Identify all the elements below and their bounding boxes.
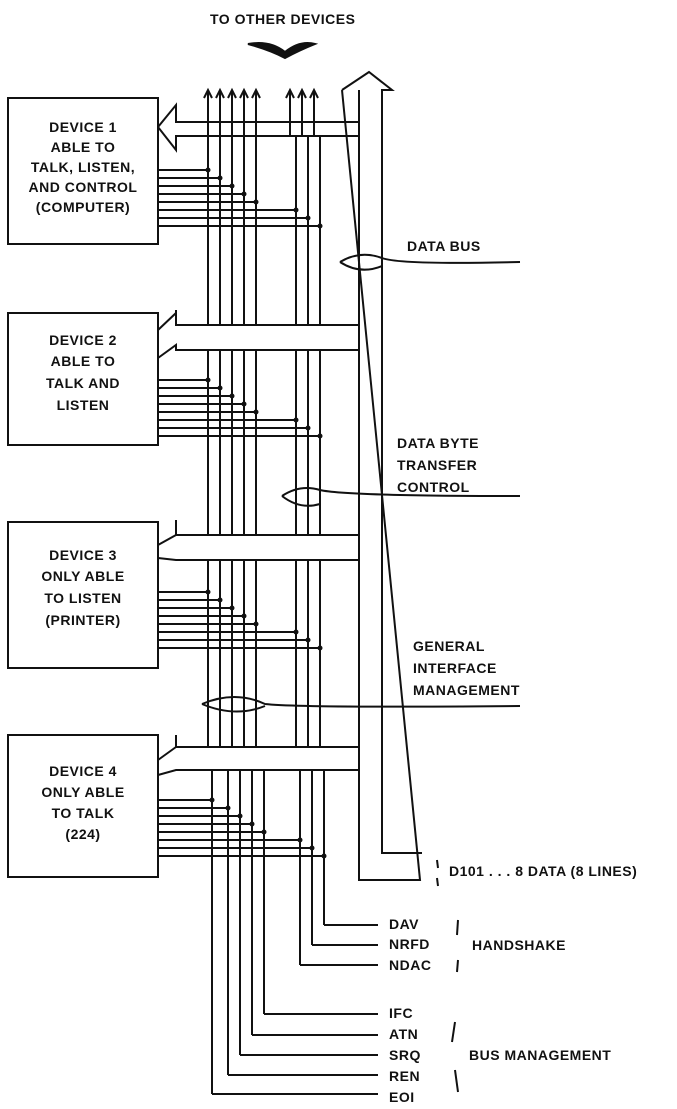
svg-text:ONLY ABLE: ONLY ABLE bbox=[41, 784, 124, 800]
svg-text:TO LISTEN: TO LISTEN bbox=[44, 590, 121, 606]
svg-text:TALK AND: TALK AND bbox=[46, 375, 120, 391]
svg-text:LISTEN: LISTEN bbox=[57, 397, 110, 413]
svg-text:(COMPUTER): (COMPUTER) bbox=[36, 199, 130, 215]
bus-management-signals: IFC ATN SRQ REN EOI bbox=[389, 1005, 421, 1105]
device-4-label: DEVICE 4 ONLY ABLE TO TALK (224) bbox=[41, 763, 124, 842]
handshake-label: HANDSHAKE bbox=[472, 937, 566, 953]
device-box-4 bbox=[7, 734, 159, 878]
svg-text:ABLE TO: ABLE TO bbox=[51, 353, 116, 369]
svg-text:DATA BYTE: DATA BYTE bbox=[397, 435, 479, 451]
handshake-signals: DAV NRFD NDAC bbox=[389, 916, 431, 973]
data-lines-bracket bbox=[436, 859, 439, 887]
handshake-bracket bbox=[456, 919, 459, 973]
svg-text:TALK, LISTEN,: TALK, LISTEN, bbox=[31, 159, 135, 175]
device-3-label: DEVICE 3 ONLY ABLE TO LISTEN (PRINTER) bbox=[41, 547, 124, 628]
device-box-3 bbox=[7, 521, 159, 669]
svg-text:GENERAL: GENERAL bbox=[413, 638, 485, 654]
svg-text:INTERFACE: INTERFACE bbox=[413, 660, 497, 676]
data-bus-callout bbox=[339, 253, 521, 271]
data-bus-label: DATA BUS bbox=[407, 238, 481, 254]
svg-text:NDAC: NDAC bbox=[389, 957, 431, 973]
svg-text:MANAGEMENT: MANAGEMENT bbox=[413, 682, 520, 698]
svg-text:DEVICE 2: DEVICE 2 bbox=[49, 332, 117, 348]
diagram-title: TO OTHER DEVICES bbox=[210, 11, 355, 27]
bus-management-label: BUS MANAGEMENT bbox=[469, 1047, 611, 1063]
svg-text:TRANSFER: TRANSFER bbox=[397, 457, 477, 473]
svg-text:ATN: ATN bbox=[389, 1026, 418, 1042]
device-1-bus bbox=[157, 102, 359, 326]
data-bus-arrow bbox=[341, 70, 422, 881]
data-lines-label: D101 . . . 8 DATA (8 LINES) bbox=[449, 863, 637, 879]
transfer-control-label: DATA BYTE TRANSFER CONTROL bbox=[397, 435, 479, 495]
device-4-bus bbox=[157, 746, 359, 1094]
svg-text:DEVICE 4: DEVICE 4 bbox=[49, 763, 117, 779]
transfer-control-callout bbox=[281, 487, 521, 507]
device-3-bus bbox=[157, 534, 359, 748]
svg-text:TO TALK: TO TALK bbox=[52, 805, 115, 821]
bus-management-bracket bbox=[451, 1021, 459, 1093]
svg-text:AND CONTROL: AND CONTROL bbox=[29, 179, 138, 195]
svg-text:ABLE TO: ABLE TO bbox=[51, 139, 116, 155]
svg-text:EOI: EOI bbox=[389, 1089, 415, 1105]
svg-text:DEVICE 1: DEVICE 1 bbox=[49, 119, 117, 135]
signal-arrows-up bbox=[203, 87, 319, 135]
device-1-label: DEVICE 1 ABLE TO TALK, LISTEN, AND CONTR… bbox=[29, 119, 138, 215]
svg-text:(PRINTER): (PRINTER) bbox=[45, 612, 120, 628]
svg-text:SRQ: SRQ bbox=[389, 1047, 421, 1063]
svg-text:ONLY ABLE: ONLY ABLE bbox=[41, 568, 124, 584]
svg-text:(224): (224) bbox=[65, 826, 100, 842]
svg-text:IFC: IFC bbox=[389, 1005, 413, 1021]
interface-management-label: GENERAL INTERFACE MANAGEMENT bbox=[413, 638, 520, 698]
svg-text:NRFD: NRFD bbox=[389, 936, 430, 952]
signal-leadouts bbox=[212, 924, 378, 1095]
junction-dots bbox=[205, 167, 327, 859]
interface-management-callout bbox=[201, 696, 521, 713]
svg-text:REN: REN bbox=[389, 1068, 420, 1084]
device-2-bus bbox=[157, 310, 359, 536]
swoosh-mark bbox=[247, 42, 319, 60]
svg-text:DEVICE 3: DEVICE 3 bbox=[49, 547, 117, 563]
device-2-label: DEVICE 2 ABLE TO TALK AND LISTEN bbox=[46, 332, 120, 413]
svg-text:DAV: DAV bbox=[389, 916, 419, 932]
svg-text:CONTROL: CONTROL bbox=[397, 479, 470, 495]
